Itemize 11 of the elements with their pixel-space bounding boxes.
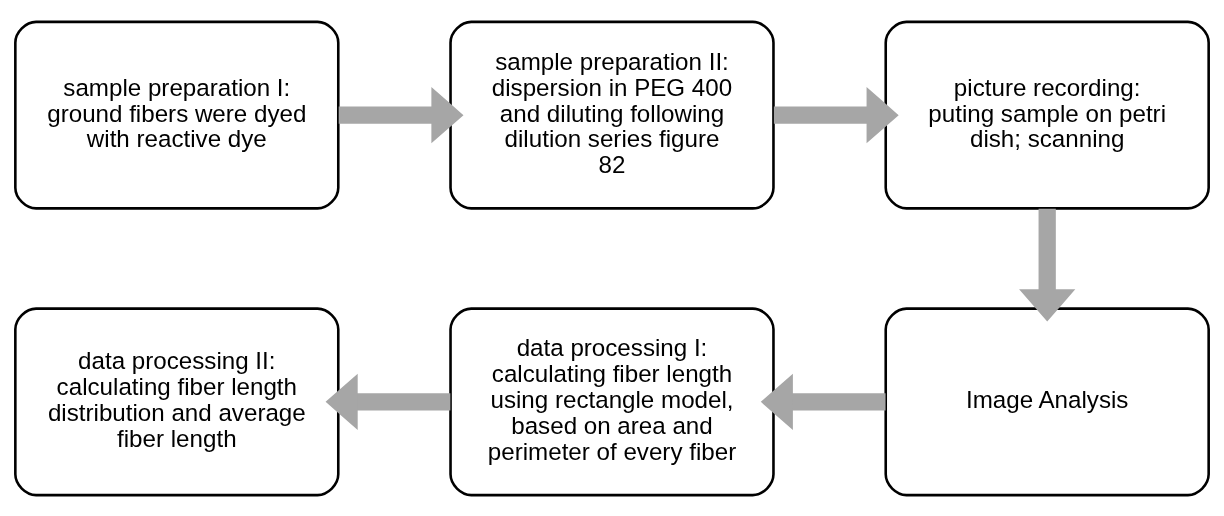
arrow (773, 86, 899, 143)
node-box: sample preparation II: dispersion in PEG 400 and diluting following dilution series figure 82 (449, 20, 775, 210)
arrow (1019, 208, 1076, 321)
node-box: sample preparation I: ground fibers were dyed with reactive dye (14, 20, 340, 210)
arrow (325, 373, 451, 430)
arrow (338, 86, 464, 143)
node-box: data processing II: calculating fiber length distribution and average fiber length (14, 306, 340, 496)
node-box: picture recording: puting sample on petri dish; scanning (884, 20, 1210, 210)
node-box: Image Analysis (884, 306, 1210, 496)
node-box: data processing I: calculating fiber length using rectangle model, based on area and perimeter of every fiber (449, 306, 775, 496)
arrow (760, 373, 886, 430)
